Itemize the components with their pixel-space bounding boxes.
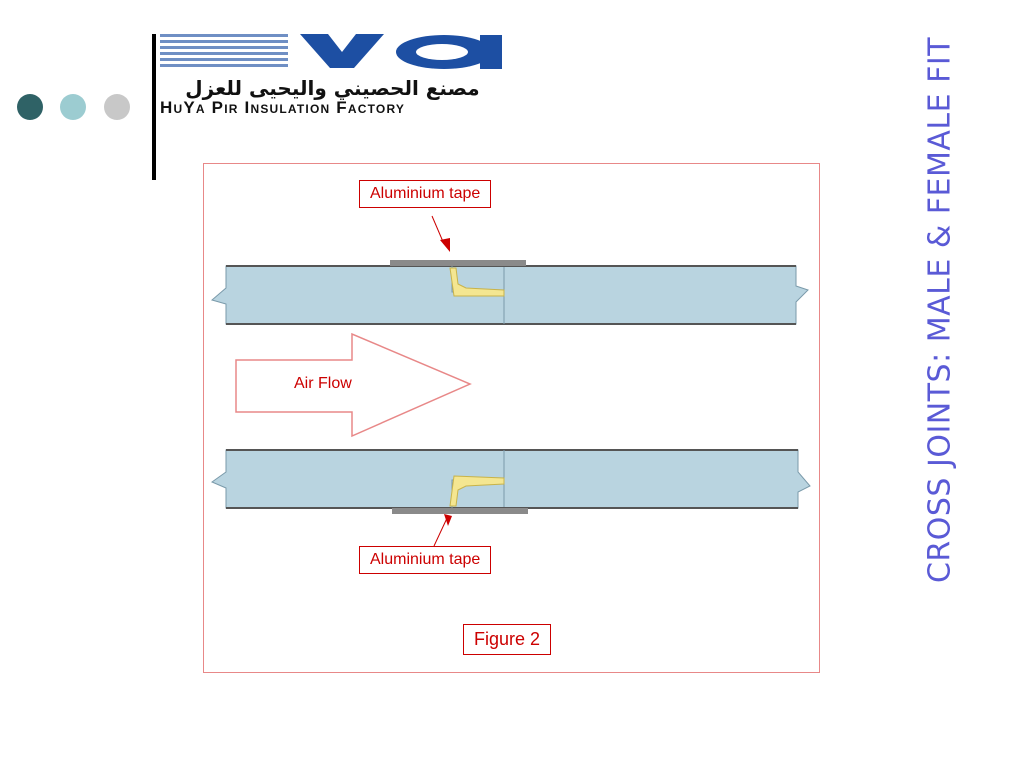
bottom-aluminium-tape bbox=[392, 508, 528, 514]
airflow-label: Air Flow bbox=[294, 375, 352, 392]
slide-title: CROSS JOINTS: MALE & FEMALE FIT bbox=[910, 36, 970, 584]
figure-frame: Aluminium tape Air Flow Aluminium tape F… bbox=[203, 163, 820, 673]
cross-joint-diagram bbox=[210, 215, 811, 547]
logo-english-text: HuYa Pir Insulation Factory bbox=[160, 98, 406, 117]
airflow-arrow bbox=[235, 332, 472, 438]
bottom-panel-right bbox=[503, 449, 811, 509]
decor-dot-teal bbox=[60, 94, 86, 120]
top-sealant bbox=[449, 267, 505, 297]
decor-dot-dark bbox=[17, 94, 43, 120]
decor-dot-grey bbox=[104, 94, 130, 120]
logo-stripes bbox=[160, 34, 288, 67]
bottom-tape-label: Aluminium tape bbox=[359, 546, 492, 574]
bottom-tape-arrowhead bbox=[444, 514, 452, 526]
logo-arabic-text: مصنع الحصيني واليحيى للعزل bbox=[185, 76, 480, 100]
slide-title-text: CROSS JOINTS: MALE & FEMALE FIT bbox=[922, 36, 958, 584]
top-panel bbox=[210, 215, 809, 325]
bottom-sealant bbox=[449, 475, 505, 507]
top-panel-right bbox=[503, 265, 809, 325]
figure-caption: Figure 2 bbox=[463, 624, 552, 655]
top-tape-label: Aluminium tape bbox=[359, 180, 492, 208]
huya-logo bbox=[160, 34, 502, 69]
logo-letter-y bbox=[300, 34, 384, 68]
top-tape-arrowhead bbox=[440, 238, 450, 252]
top-aluminium-tape bbox=[390, 260, 526, 266]
header-divider bbox=[152, 34, 156, 180]
bottom-panel bbox=[210, 449, 811, 547]
